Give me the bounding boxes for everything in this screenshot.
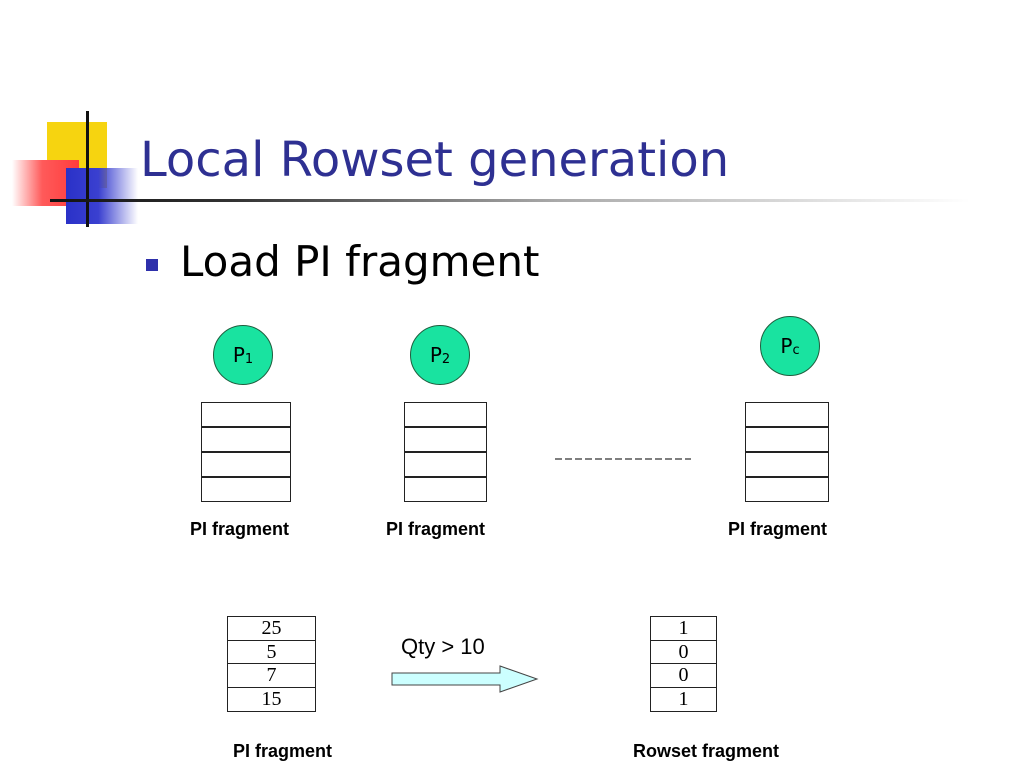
fragment-stack-1	[201, 402, 291, 502]
fragment-cell	[201, 427, 291, 452]
fragment-cell	[404, 477, 487, 502]
rowset-value-cell: 0	[650, 639, 717, 665]
fragment-cell	[404, 427, 487, 452]
bullet-text: Load PI fragment	[180, 237, 540, 286]
fragment-cell	[404, 402, 487, 427]
node-label: P	[780, 334, 793, 358]
fragment-label-c: PI fragment	[728, 519, 828, 539]
pi-fragment-label: PI fragment	[233, 741, 333, 761]
dashed-ellipsis-line	[555, 458, 691, 460]
vertical-rule	[86, 111, 89, 227]
condition-label: Qty > 10	[401, 634, 485, 659]
rowset-fragment-table: 1 0 0 1	[650, 616, 717, 712]
blue-square-decoration	[66, 168, 138, 224]
fragment-cell	[201, 402, 291, 427]
pi-value-cell: 25	[227, 616, 316, 641]
fragment-cell	[201, 452, 291, 477]
pi-value-cell: 15	[227, 686, 316, 712]
fragment-cell	[745, 452, 829, 477]
fragment-stack-c	[745, 402, 829, 502]
fragment-cell	[745, 427, 829, 452]
right-arrow-icon	[391, 665, 539, 693]
fragment-label-1: PI fragment	[190, 519, 290, 539]
node-subscript: 1	[244, 351, 254, 367]
pi-value-cell: 7	[227, 663, 316, 688]
fragment-cell	[745, 477, 829, 502]
fragment-cell	[745, 402, 829, 427]
pi-value-cell: 5	[227, 639, 316, 665]
fragment-cell	[404, 452, 487, 477]
rowset-value-cell: 1	[650, 686, 717, 712]
fragment-stack-2	[404, 402, 487, 502]
fragment-cell	[201, 477, 291, 502]
rowset-fragment-label: Rowset fragment	[633, 741, 780, 761]
bullet-square-icon	[146, 259, 158, 271]
node-label: P	[429, 343, 442, 367]
pi-fragment-table: 25 5 7 15	[227, 616, 316, 712]
node-label: P	[232, 343, 245, 367]
rowset-value-cell: 1	[650, 616, 717, 641]
node-subscript: 2	[441, 351, 451, 367]
fragment-label-2: PI fragment	[386, 519, 486, 539]
rowset-value-cell: 0	[650, 663, 717, 688]
slide-title: Local Rowset generation	[140, 132, 730, 188]
title-underline	[50, 199, 970, 202]
node-subscript: c	[792, 342, 800, 358]
